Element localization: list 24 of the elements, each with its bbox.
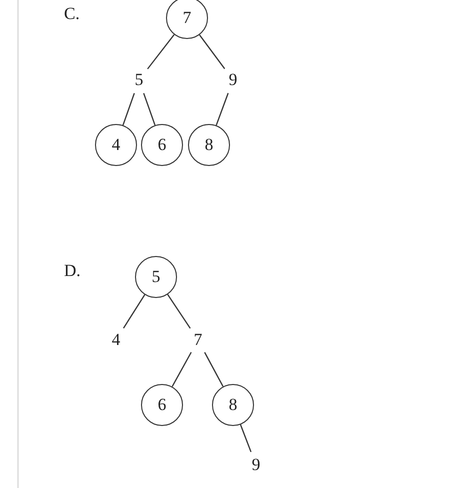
circled-node: 6 xyxy=(141,384,183,426)
node-label: 7 xyxy=(190,330,206,350)
circled-node: 5 xyxy=(135,256,177,298)
tree-edge xyxy=(147,34,175,70)
tree-edge xyxy=(216,92,229,126)
tree-edge xyxy=(122,93,135,126)
option-label: D. xyxy=(64,261,81,281)
tree-edge xyxy=(123,294,146,328)
option-label: C. xyxy=(64,4,80,24)
node-label: 9 xyxy=(225,70,241,90)
tree-edge xyxy=(199,34,226,70)
circled-node: 6 xyxy=(141,124,183,166)
tree-edge xyxy=(167,294,191,329)
circled-node: 7 xyxy=(166,0,208,39)
circled-node: 4 xyxy=(95,124,137,166)
tree-edge xyxy=(240,424,252,452)
tree-edge xyxy=(143,93,156,126)
tree-edge xyxy=(204,352,224,387)
node-label: 4 xyxy=(108,330,124,350)
node-label: 5 xyxy=(131,70,147,90)
tree-edge xyxy=(172,352,192,387)
node-label: 9 xyxy=(248,455,264,475)
circled-node: 8 xyxy=(188,124,230,166)
circled-node: 8 xyxy=(212,384,254,426)
